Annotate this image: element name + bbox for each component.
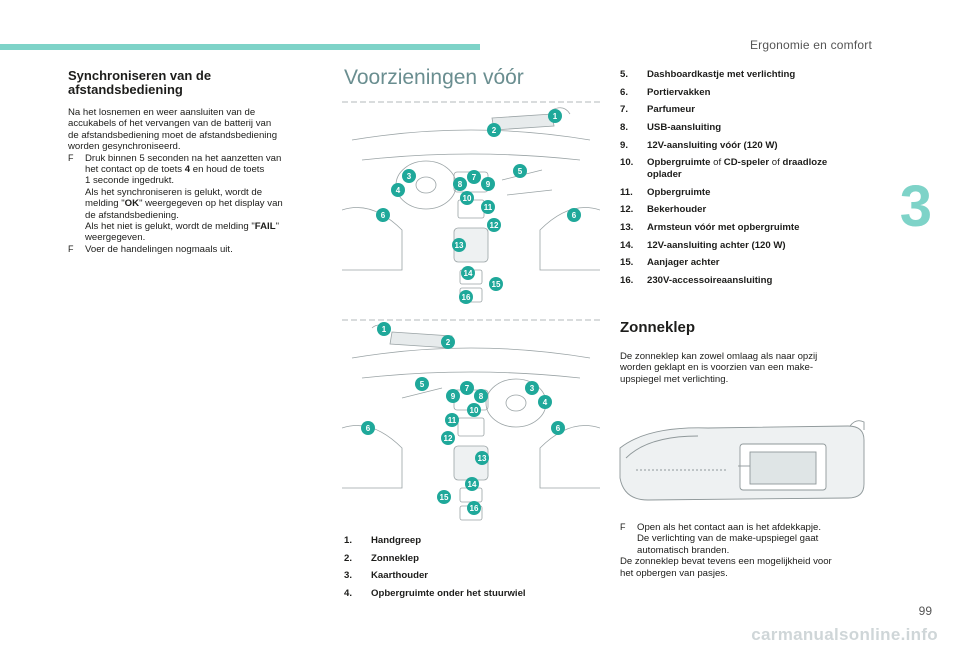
page-number: 99: [918, 604, 932, 618]
list-item: 8.USB-aansluiting: [620, 122, 722, 134]
svg-text:1: 1: [382, 325, 387, 334]
list-item: 9.12V-aansluiting vóór (120 W): [620, 139, 778, 151]
svg-text:9: 9: [451, 392, 456, 401]
svg-text:4: 4: [396, 186, 401, 195]
zonneklep-title: Zonneklep: [620, 319, 696, 336]
list-item: 11.Opbergruimte: [620, 186, 711, 198]
svg-text:8: 8: [479, 392, 484, 401]
cabin-diagram-rhd: 1 2 3 4 5 6 6 7 8 9 10 11 12 13 14 15 16: [342, 319, 600, 521]
sun-visor-illustration: [619, 420, 865, 501]
svg-text:8: 8: [458, 180, 463, 189]
svg-text:11: 11: [484, 203, 493, 212]
svg-text:7: 7: [465, 384, 470, 393]
zonneklep-intro: De zonneklep kan zowel omlaag als naar o…: [620, 351, 818, 385]
list-item: 12.Bekerhouder: [620, 204, 707, 216]
section-header: Ergonomie en comfort: [749, 38, 872, 52]
list-item: 3.Kaarthouder: [344, 570, 429, 582]
equipment-list-left: 1.Handgreep 2.Zonneklep 3.Kaarthouder 4.…: [344, 535, 602, 606]
svg-text:7: 7: [472, 173, 477, 182]
svg-text:11: 11: [448, 416, 457, 425]
svg-text:5: 5: [518, 167, 523, 176]
list-item: 5.Dashboardkastje met verlichting: [620, 69, 796, 80]
list-item: 14.12V-aansluiting achter (120 W): [620, 239, 786, 251]
svg-text:2: 2: [492, 126, 497, 135]
svg-text:13: 13: [455, 241, 464, 250]
svg-text:14: 14: [464, 269, 473, 278]
equipment-list-right: 5.Dashboardkastje met verlichting 6.Port…: [620, 69, 868, 293]
list-item: 2.Zonneklep: [344, 552, 419, 564]
zonneklep-instructions: F Open als het contact aan is het afdekk…: [620, 522, 868, 579]
svg-text:12: 12: [444, 434, 453, 443]
svg-text:5: 5: [420, 380, 425, 389]
svg-text:6: 6: [366, 424, 371, 433]
svg-text:3: 3: [530, 384, 535, 393]
sync-section: Synchroniseren van de afstandsbediening …: [68, 69, 314, 255]
sync-bullet-2: F Voer de handelingen nogmaals uit.: [68, 243, 233, 255]
svg-text:1: 1: [553, 112, 558, 121]
voorzieningen-title: Voorzieningen vóór: [344, 66, 524, 89]
svg-text:2: 2: [446, 338, 451, 347]
svg-text:15: 15: [440, 493, 449, 502]
svg-text:6: 6: [381, 211, 386, 220]
list-item: 10. Opbergruimte of CD-speler of draadlo…: [620, 157, 828, 181]
bullet-marker: F: [620, 522, 626, 532]
svg-text:16: 16: [462, 293, 471, 302]
svg-text:10: 10: [470, 406, 479, 415]
svg-text:10: 10: [463, 194, 472, 203]
bullet-marker: F: [68, 152, 74, 163]
sync-bullet-1: F Druk binnen 5 seconden na het aanzette…: [68, 152, 283, 244]
watermark: carmanualsonline.info: [751, 625, 938, 644]
list-item: 7.Parfumeur: [620, 104, 695, 116]
list-item: 16.230V-accessoireaansluiting: [620, 275, 773, 287]
svg-text:16: 16: [470, 504, 479, 513]
svg-text:9: 9: [486, 180, 491, 189]
svg-text:4: 4: [543, 398, 548, 407]
cabin-diagram-lhd: 1 2 3 4 5 6 6 7 8 9 10 11 12 13 14 15 16: [342, 101, 600, 304]
svg-text:12: 12: [490, 221, 499, 230]
list-item: 13.Armsteun vóór met opbergruimte: [620, 222, 800, 234]
list-item: 6.Portiervakken: [620, 86, 711, 98]
svg-text:14: 14: [468, 480, 477, 489]
chapter-number: 3: [899, 174, 932, 239]
sync-intro: Na het losnemen en weer aansluiten van d…: [68, 107, 278, 153]
svg-text:15: 15: [492, 280, 501, 289]
svg-text:13: 13: [478, 454, 487, 463]
top-accent-bar: [0, 44, 480, 50]
svg-text:6: 6: [556, 424, 561, 433]
key-number: 4: [184, 164, 191, 176]
svg-text:3: 3: [407, 172, 412, 181]
list-item: 15.Aanjager achter: [620, 257, 720, 269]
list-item: 4.Opbergruimte onder het stuurwiel: [344, 588, 526, 600]
zonneklep-bullet: F Open als het contact aan is het afdekk…: [620, 522, 822, 556]
svg-text:6: 6: [572, 211, 577, 220]
zonneklep-note: De zonneklep bevat tevens een mogelijkhe…: [620, 556, 832, 579]
list-item: 1.Handgreep: [344, 535, 422, 546]
sync-title: Synchroniseren van de afstandsbediening: [68, 68, 212, 97]
bullet-marker: F: [68, 243, 74, 254]
